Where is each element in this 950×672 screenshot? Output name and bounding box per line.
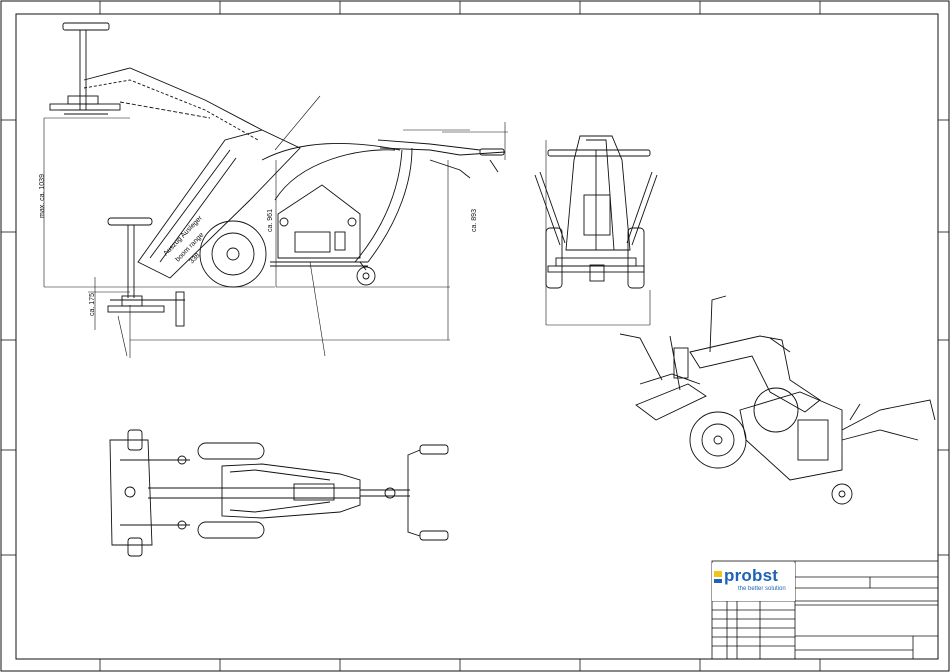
dim-height-175: ca. 175	[89, 293, 96, 316]
dim-max-height: max. ca. 1039	[39, 174, 46, 218]
dim-height-893: ca. 893	[471, 209, 478, 232]
side-view-dimension-labels: max. ca. 1039 ca. 961 ca. 893 ca. 175 Au…	[39, 174, 478, 316]
front-view	[535, 136, 657, 325]
logo-mark-yellow	[714, 571, 722, 577]
top-view	[110, 430, 448, 556]
brand-name: probst	[724, 566, 778, 586]
side-view	[44, 23, 508, 358]
isometric-view	[620, 296, 935, 504]
dim-height-961: ca. 961	[267, 209, 274, 232]
logo-mark-blue	[714, 579, 722, 583]
probst-logo: probst the better solution	[712, 563, 795, 601]
brand-tagline: the better solution	[738, 586, 786, 592]
